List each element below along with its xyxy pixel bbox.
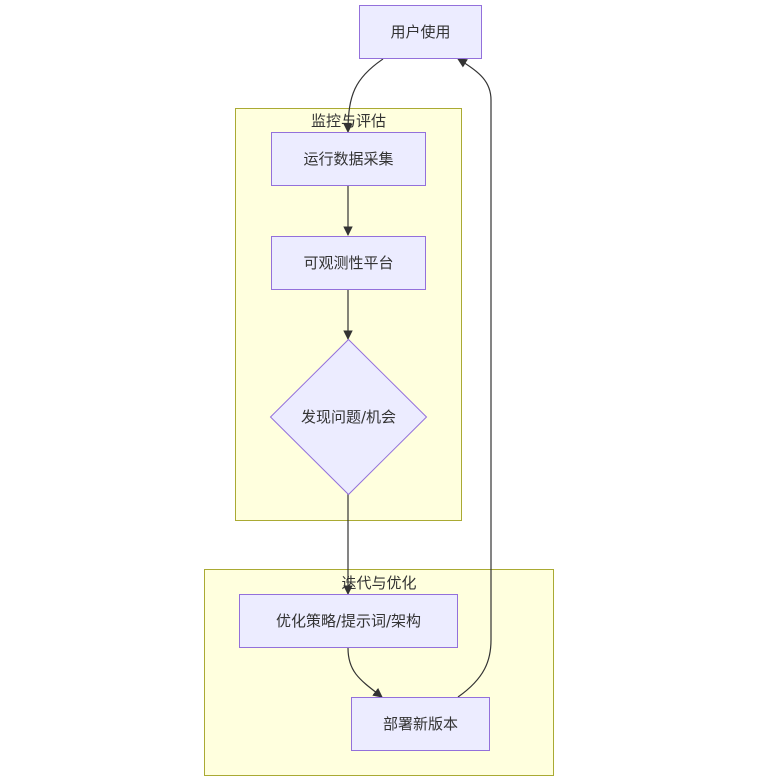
node-user-label: 用户使用 bbox=[390, 23, 450, 41]
node-deploy-label: 部署新版本 bbox=[383, 715, 458, 733]
node-deploy[interactable]: 部署新版本 bbox=[351, 697, 490, 751]
group-iterate-label: 迭代与优化 bbox=[341, 574, 416, 592]
node-discover[interactable]: 发现问题/机会 bbox=[269, 338, 428, 496]
node-user[interactable]: 用户使用 bbox=[359, 5, 482, 59]
node-optimize[interactable]: 优化策略/提示词/架构 bbox=[239, 594, 458, 648]
edge-user-to-collect bbox=[343, 58, 384, 133]
edge-deploy-to-user bbox=[457, 58, 492, 698]
node-observe-label: 可观测性平台 bbox=[303, 254, 393, 272]
edge-optimize-to-deploy bbox=[347, 647, 383, 698]
node-collect[interactable]: 运行数据采集 bbox=[271, 132, 426, 186]
node-optimize-label: 优化策略/提示词/架构 bbox=[276, 612, 421, 630]
node-discover-label: 发现问题/机会 bbox=[301, 408, 396, 426]
edges bbox=[343, 58, 492, 698]
node-collect-label: 运行数据采集 bbox=[303, 150, 393, 168]
node-observe[interactable]: 可观测性平台 bbox=[271, 236, 426, 290]
